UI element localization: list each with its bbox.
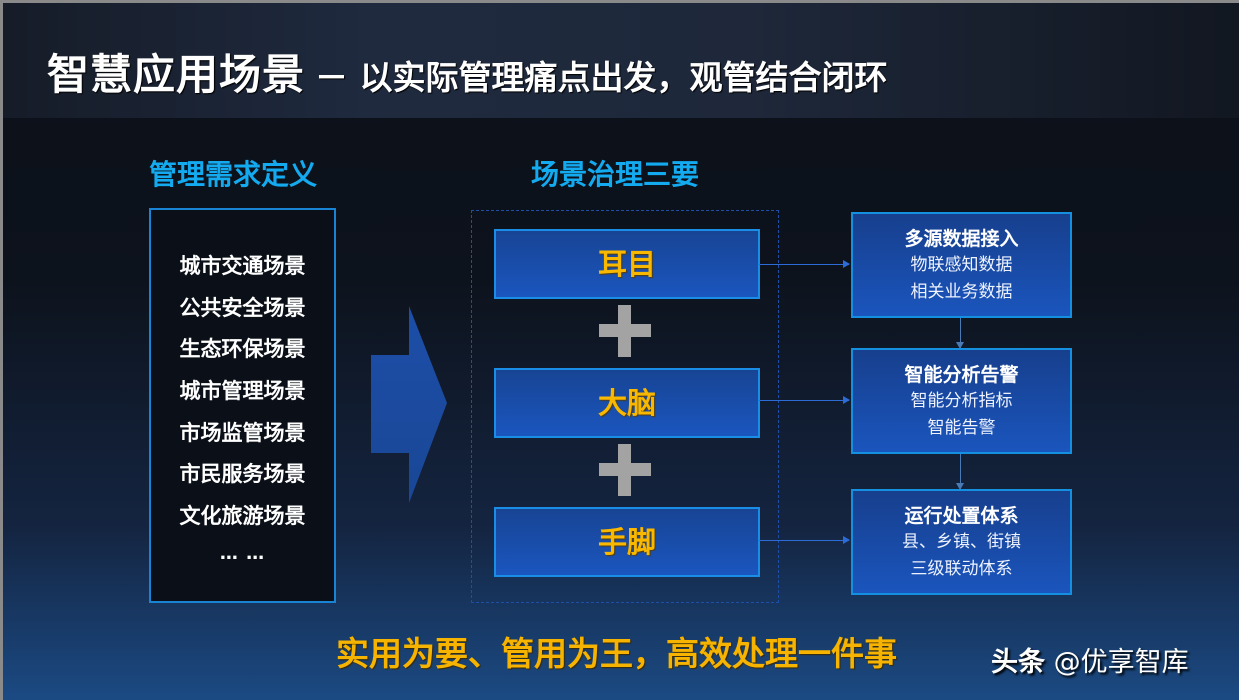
list-item: 市民服务场景 (179, 462, 306, 487)
list-item: 公共安全场景 (179, 295, 306, 320)
connector-arrow-icon (759, 260, 850, 268)
box-analysis-alert: 智能分析告警 智能分析指标 智能告警 (851, 348, 1072, 454)
arrow-right-icon (371, 306, 447, 503)
connector-down-arrow-icon (956, 318, 964, 349)
list-item: 城市管理场景 (179, 379, 306, 404)
plus-icon (599, 444, 651, 496)
box-line: 三级联动体系 (910, 559, 1013, 579)
box-line: 相关业务数据 (910, 282, 1013, 302)
pillar-brain: 大脑 (494, 368, 760, 438)
connector-arrow-icon (759, 396, 850, 404)
slide: 智慧应用场景－ 以实际管理痛点出发，观管结合闭环 管理需求定义 场景治理三要 城… (3, 3, 1239, 700)
header-bar: 智慧应用场景－ 以实际管理痛点出发，观管结合闭环 (3, 3, 1239, 118)
governance-frame: 耳目 大脑 手脚 (471, 210, 779, 603)
title-sub: － 以实际管理痛点出发，观管结合闭环 (315, 58, 888, 97)
box-line: 物联感知数据 (910, 255, 1013, 275)
box-line: 县、乡镇、街镇 (902, 532, 1021, 552)
list-item: 文化旅游场景 (179, 504, 306, 529)
box-data-access: 多源数据接入 物联感知数据 相关业务数据 (851, 212, 1072, 318)
box-heading: 多源数据接入 (904, 228, 1019, 250)
box-heading: 智能分析告警 (904, 364, 1019, 386)
list-item: 生态环保场景 (179, 337, 306, 362)
box-heading: 运行处置体系 (904, 505, 1019, 527)
list-item: 城市交通场景 (179, 254, 306, 278)
scenario-list-box: 城市交通场景 公共安全场景 生态环保场景 城市管理场景 市场监管场景 市民服务场… (149, 208, 336, 603)
box-line: 智能分析指标 (910, 391, 1013, 411)
section-title-demand: 管理需求定义 (149, 158, 318, 191)
page-title: 智慧应用场景－ 以实际管理痛点出发，观管结合闭环 (47, 41, 888, 102)
connector-arrow-icon (759, 536, 850, 544)
box-operation-system: 运行处置体系 县、乡镇、街镇 三级联动体系 (851, 489, 1072, 595)
pillar-eyes-ears: 耳目 (494, 229, 760, 299)
connector-down-arrow-icon (956, 454, 964, 490)
section-title-governance: 场景治理三要 (531, 158, 700, 191)
list-item: 市场监管场景 (179, 420, 306, 445)
list-ellipsis: … … (219, 543, 266, 564)
slogan: 实用为要、管用为王，高效处理一件事 (336, 634, 897, 673)
watermark-brand: 头条 (991, 647, 1045, 678)
box-line: 智能告警 (927, 418, 996, 438)
watermark: 头条 @优享智库 (991, 640, 1189, 679)
title-main: 智慧应用场景 (47, 50, 306, 99)
watermark-handle: @优享智库 (1053, 647, 1189, 678)
plus-icon (599, 305, 651, 357)
scenario-list: 城市交通场景 公共安全场景 生态环保场景 城市管理场景 市场监管场景 市民服务场… (151, 246, 334, 538)
pillar-hands-feet: 手脚 (494, 507, 760, 577)
